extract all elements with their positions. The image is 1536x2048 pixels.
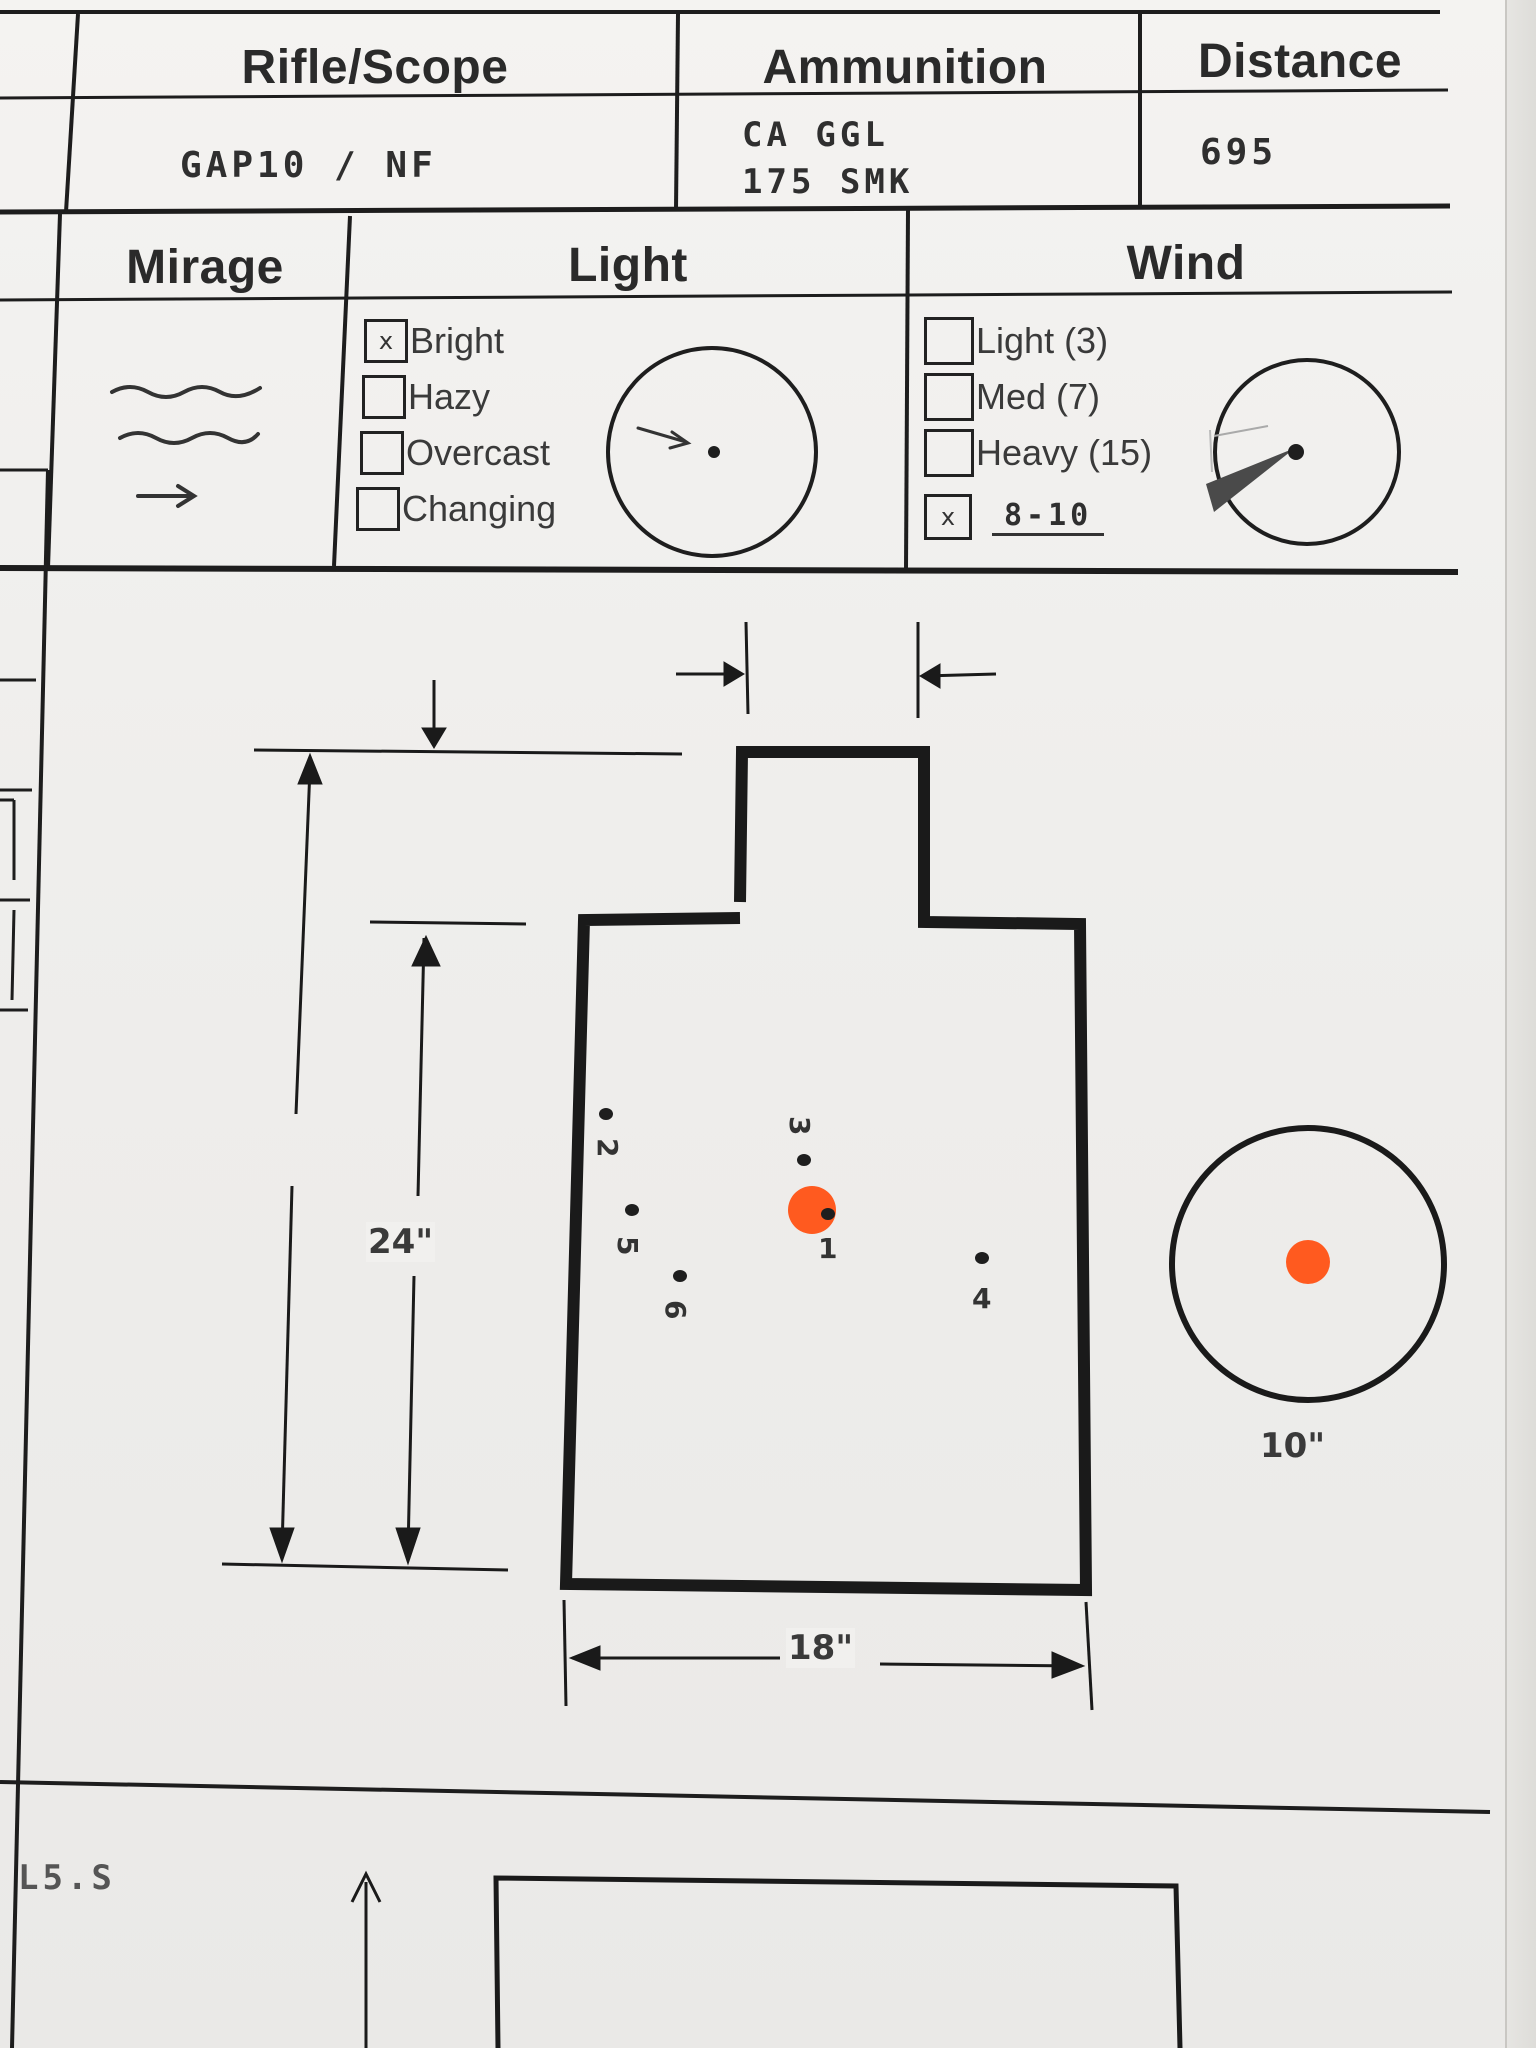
light-heading: Light	[568, 239, 688, 292]
light-option-label: Overcast	[406, 432, 551, 473]
ammunition-value-line2: 175 SMK	[742, 162, 914, 202]
ammunition-value-line1: CA GGL	[742, 115, 889, 155]
target-height-label: 24"	[366, 1222, 436, 1262]
light-option-hazy[interactable]: Hazy	[362, 372, 490, 422]
wind-checkbox-light[interactable]	[924, 317, 974, 365]
light-option-label: Changing	[402, 488, 557, 529]
mirage-heading: Mirage	[126, 241, 284, 294]
wind-option-label: Heavy (15)	[976, 432, 1153, 473]
rifle-scope-value: GAP10 / NF	[180, 145, 437, 186]
shot-number-label: 6	[659, 1300, 692, 1319]
light-checkbox-overcast[interactable]	[360, 431, 404, 475]
wind-speed-value: 8-10	[992, 498, 1105, 536]
shot-number-label: 1	[818, 1232, 837, 1265]
wind-option-heavy[interactable]: Heavy (15)	[924, 428, 1152, 478]
bullet-hole-2	[599, 1108, 613, 1120]
wind-option-med[interactable]: Med (7)	[924, 372, 1100, 422]
shot-number-label: 4	[972, 1282, 991, 1315]
light-checkbox-hazy[interactable]	[362, 375, 406, 419]
circle-aim-point-marker	[1286, 1240, 1330, 1284]
wind-heading: Wind	[1126, 237, 1246, 290]
light-checkbox-changing[interactable]	[356, 487, 400, 531]
shot-number-label: 5	[611, 1236, 644, 1255]
light-option-label: Hazy	[408, 376, 491, 417]
shot-number-label: 3	[783, 1116, 816, 1135]
light-option-bright[interactable]: x Bright	[364, 316, 504, 366]
wind-checkbox-med[interactable]	[924, 373, 974, 421]
rifle-scope-heading: Rifle/Scope	[241, 41, 509, 94]
distance-heading: Distance	[1197, 35, 1403, 88]
ammunition-heading: Ammunition	[762, 41, 1048, 94]
bullet-hole-6	[673, 1270, 687, 1282]
distance-value: 695	[1200, 132, 1278, 173]
bullet-hole-3	[797, 1154, 811, 1166]
shot-number-label: 2	[591, 1138, 624, 1157]
circle-size-label: 10"	[1260, 1426, 1326, 1466]
light-option-label: Bright	[410, 320, 505, 361]
bullet-hole-5	[625, 1204, 639, 1216]
bullet-hole-1	[821, 1208, 835, 1220]
aim-point-marker	[788, 1186, 836, 1234]
light-option-overcast[interactable]: Overcast	[360, 428, 550, 478]
wind-checkbox-heavy[interactable]	[924, 429, 974, 477]
underlying-sheet-edge	[1505, 0, 1536, 2048]
wind-option-light[interactable]: Light (3)	[924, 316, 1108, 366]
footer-note: L5.S	[18, 1858, 116, 1898]
wind-checkbox-custom[interactable]: x	[924, 494, 972, 540]
silhouette-outline	[559, 746, 1093, 1597]
light-checkbox-bright[interactable]: x	[364, 319, 408, 363]
wind-option-label: Med (7)	[976, 376, 1101, 417]
wind-option-custom[interactable]: x 8-10	[924, 492, 1105, 542]
light-option-changing[interactable]: Changing	[356, 484, 556, 534]
target-width-label: 18"	[786, 1628, 856, 1668]
bullet-hole-4	[975, 1252, 989, 1264]
wind-option-label: Light (3)	[976, 320, 1109, 361]
